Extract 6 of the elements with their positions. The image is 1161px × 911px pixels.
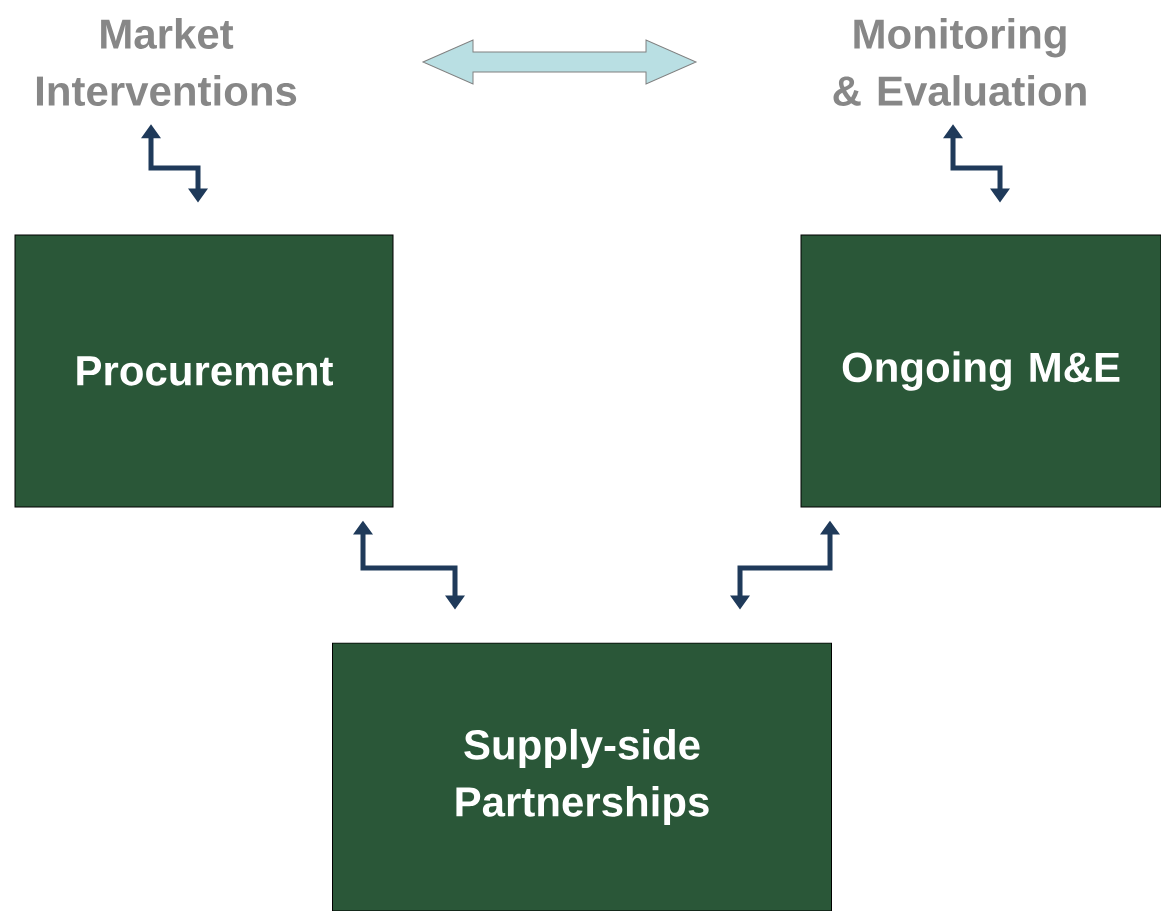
- heading-label: Monitoring & Evaluation: [833, 18, 1086, 106]
- heading-label: Market Interventions: [36, 18, 297, 106]
- block-arrow: [422, 39, 697, 85]
- process-box: Procurement: [14, 234, 394, 508]
- process-box: Ongoing M&E: [800, 234, 1161, 508]
- process-box: Supply-side Partnerships: [332, 642, 832, 911]
